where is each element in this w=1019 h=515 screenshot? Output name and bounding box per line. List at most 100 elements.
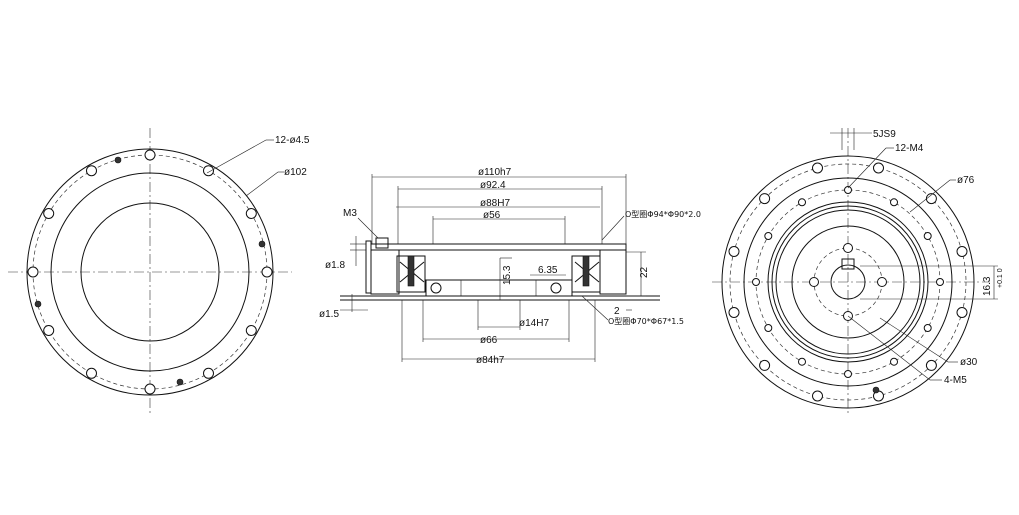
thickness-bottom: ø1.5 <box>319 309 339 320</box>
section-left-labels: M3 ø1.8 ø1.5 <box>319 208 379 320</box>
right-m5-hole-4 <box>809 277 819 287</box>
right-ball <box>550 282 562 294</box>
right-m4-hole-9 <box>764 324 773 332</box>
left-hole-3 <box>245 208 257 219</box>
right-outer-flange-circle <box>721 155 975 409</box>
key-tolerance: +0.1 0 <box>997 268 1004 288</box>
right-shaft-bore <box>830 264 866 300</box>
key-depth: 16.3 <box>982 276 993 296</box>
pcd-outer-callout: ø76 <box>957 175 975 186</box>
left-pcd-callout: ø102 <box>284 167 307 178</box>
left-hole-12 <box>86 165 97 177</box>
dim-84: ø84h7 <box>476 355 505 366</box>
dim-92: ø92.4 <box>480 180 506 191</box>
left-ball <box>430 282 442 294</box>
right-m4-hole-2 <box>890 198 898 207</box>
left-hole-7 <box>144 383 156 395</box>
left-hole-4 <box>261 266 273 278</box>
right-mounting-holes <box>728 162 968 402</box>
section-body <box>340 237 660 301</box>
m3-screw-head <box>375 237 389 249</box>
left-screw-4 <box>176 378 184 386</box>
pcd-inner-callout: ø30 <box>960 357 978 368</box>
left-fastener <box>407 255 415 287</box>
left-screw-1 <box>114 156 122 164</box>
dim-66: ø66 <box>480 335 498 346</box>
right-fastener <box>582 255 590 287</box>
right-m4-hole-5 <box>923 324 932 332</box>
left-front-view: 12-ø4.5 ø102 <box>8 128 310 414</box>
left-hole-2 <box>203 165 214 177</box>
right-m4-hole-3 <box>923 232 932 240</box>
right-outer-hole-9 <box>728 307 740 318</box>
right-bolt-pcd-circle <box>729 163 967 401</box>
keyway-callout: 5JS9 <box>873 129 896 140</box>
thickness-top: ø1.8 <box>325 260 345 271</box>
right-m4-hole-4 <box>936 278 944 286</box>
right-m4-hole-8 <box>798 357 806 366</box>
right-screw-1 <box>872 386 880 394</box>
top-plate <box>370 243 627 251</box>
o-ring-bottom: O型圈Φ70*Φ67*1.5 <box>608 317 684 326</box>
top-dimensions: ø110h7 ø92.4 ø88H7 ø56 <box>371 167 627 244</box>
step-dim: 6.35 <box>538 265 558 276</box>
o-ring-top: O型圈Φ94*Φ90*2.0 <box>625 210 701 219</box>
left-flange-lip <box>365 240 372 294</box>
right-hub-circle <box>791 225 905 339</box>
bottom-dimensions: ø14H7 ø66 ø84h7 <box>401 300 596 366</box>
right-outer-hole-5 <box>925 359 937 371</box>
right-outer-hole-12 <box>812 162 823 174</box>
right-outer-hole-4 <box>956 307 968 318</box>
center-section-view: ø110h7 ø92.4 ø88H7 ø56 <box>319 167 701 366</box>
center-holes-callout: 4-M5 <box>944 375 967 386</box>
right-m4-hole-6 <box>890 357 898 366</box>
inner-height: 15.3 <box>502 265 513 285</box>
tapped-holes-callout: 12-M4 <box>895 143 924 154</box>
right-m4-hole-11 <box>764 232 773 240</box>
left-hole-11 <box>43 208 55 219</box>
right-m5-hole-1 <box>843 243 853 253</box>
dim-110: ø110h7 <box>478 167 512 178</box>
left-screw-3 <box>34 300 42 308</box>
left-outer-flange-circle <box>26 148 274 396</box>
right-m5-hole-2 <box>877 277 887 287</box>
left-hole-5 <box>245 325 257 336</box>
left-hole-callout: 12-ø4.5 <box>275 135 310 146</box>
right-ring-2 <box>771 205 925 359</box>
right-rear-view: 5JS9 12-M4 ø76 16.3 +0.1 0 ø30 4-M5 <box>712 128 1004 414</box>
right-outer-hole-10 <box>728 246 740 257</box>
left-inner-bore-circle <box>50 172 250 372</box>
left-outer-wall <box>370 249 400 295</box>
right-outer-hole-11 <box>759 193 771 205</box>
right-ring-1 <box>767 201 929 363</box>
keyway-slot <box>841 258 855 270</box>
right-outer-hole-8 <box>759 359 771 371</box>
right-inner-flange-circle <box>743 177 953 387</box>
left-screw-2 <box>258 240 266 248</box>
overall-height: 22 <box>639 266 650 278</box>
right-outer-hole-1 <box>873 162 884 174</box>
dim-88: ø88H7 <box>480 198 510 209</box>
right-outer-wall <box>599 249 627 295</box>
dim-14: ø14H7 <box>519 318 549 329</box>
gap-dim: 2 <box>614 306 620 317</box>
left-hole-8 <box>86 367 97 379</box>
right-m4-hole-10 <box>752 278 760 286</box>
screw-label: M3 <box>343 208 357 219</box>
left-pcd-leader <box>245 171 279 197</box>
left-hole-10 <box>27 266 39 278</box>
right-ring-3 <box>775 209 921 355</box>
right-outer-hole-3 <box>956 246 968 257</box>
right-m4-hole-7 <box>844 370 852 378</box>
left-hole-9 <box>43 325 55 336</box>
left-hole-6 <box>203 367 214 379</box>
right-m4-hole-12 <box>798 198 806 207</box>
dim-56: ø56 <box>483 210 501 221</box>
right-outer-hole-7 <box>812 390 823 402</box>
left-mounting-holes <box>27 149 273 395</box>
left-hole-1 <box>144 149 156 161</box>
inner-hub <box>425 279 573 297</box>
right-m4-hole-1 <box>844 186 852 194</box>
left-hub-circle <box>80 202 220 342</box>
